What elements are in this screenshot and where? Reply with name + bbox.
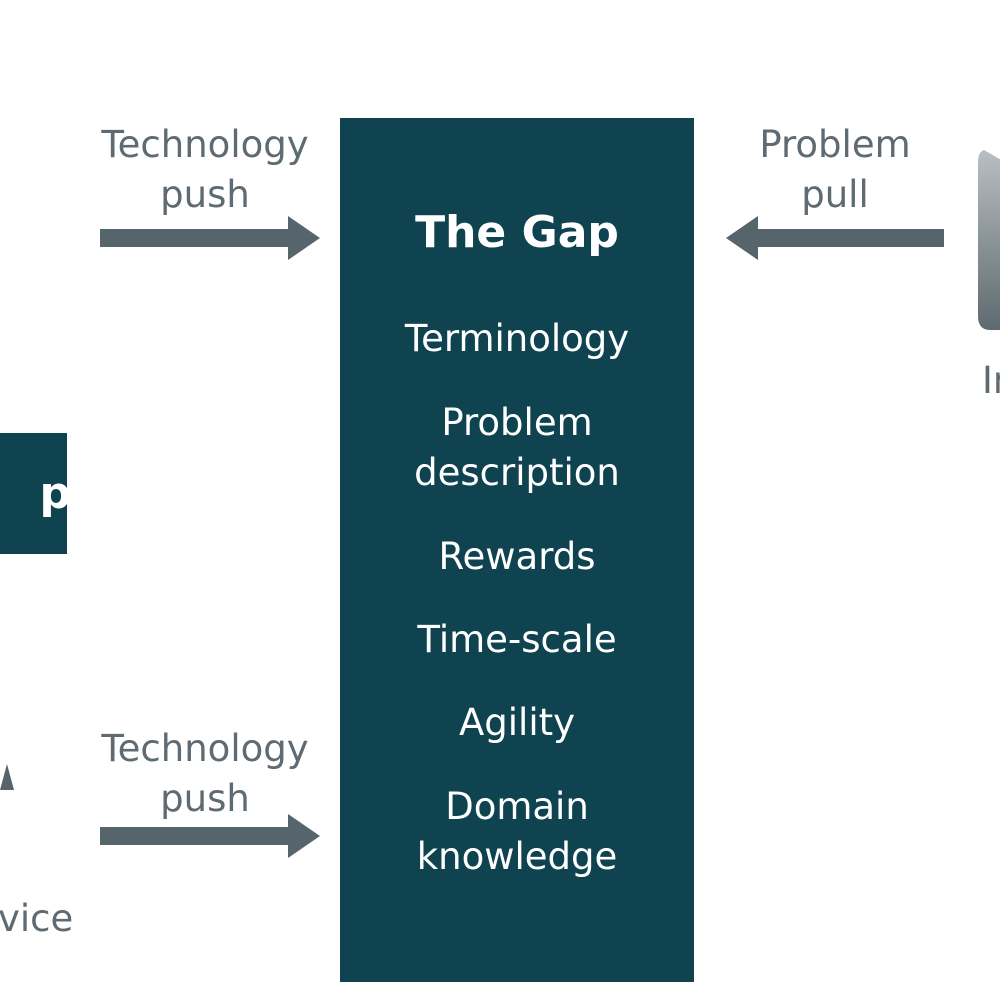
technology-push-label-bottom: Technology push — [101, 727, 309, 820]
gap-item-rewards: Rewards — [438, 535, 596, 578]
gap-box: The Gap Terminology Problem description … — [340, 118, 694, 982]
bottom-left-partial-text: vice — [0, 897, 74, 940]
problem-pull-label: Problem pull — [759, 123, 911, 216]
person-figure-icon — [978, 150, 1000, 330]
gap-item-time-scale: Time-scale — [417, 618, 617, 661]
gap-item-domain-knowledge: Domain knowledge — [416, 785, 618, 878]
gap-item-problem-description: Problem description — [414, 401, 620, 494]
right-arrow-icon-bottom — [100, 814, 320, 858]
partial-triangle-icon — [0, 764, 14, 790]
left-box-partial-text: p — [39, 468, 68, 519]
left-arrow-icon — [726, 216, 944, 260]
gap-item-agility: Agility — [458, 701, 576, 744]
right-arrow-icon-top — [100, 216, 320, 260]
technology-push-label-top: Technology push — [101, 123, 309, 216]
left-partial-box: p — [0, 433, 67, 554]
gap-title: The Gap — [415, 207, 619, 258]
gap-item-terminology: Terminology — [404, 317, 630, 360]
right-partial-text: In — [982, 359, 1000, 402]
